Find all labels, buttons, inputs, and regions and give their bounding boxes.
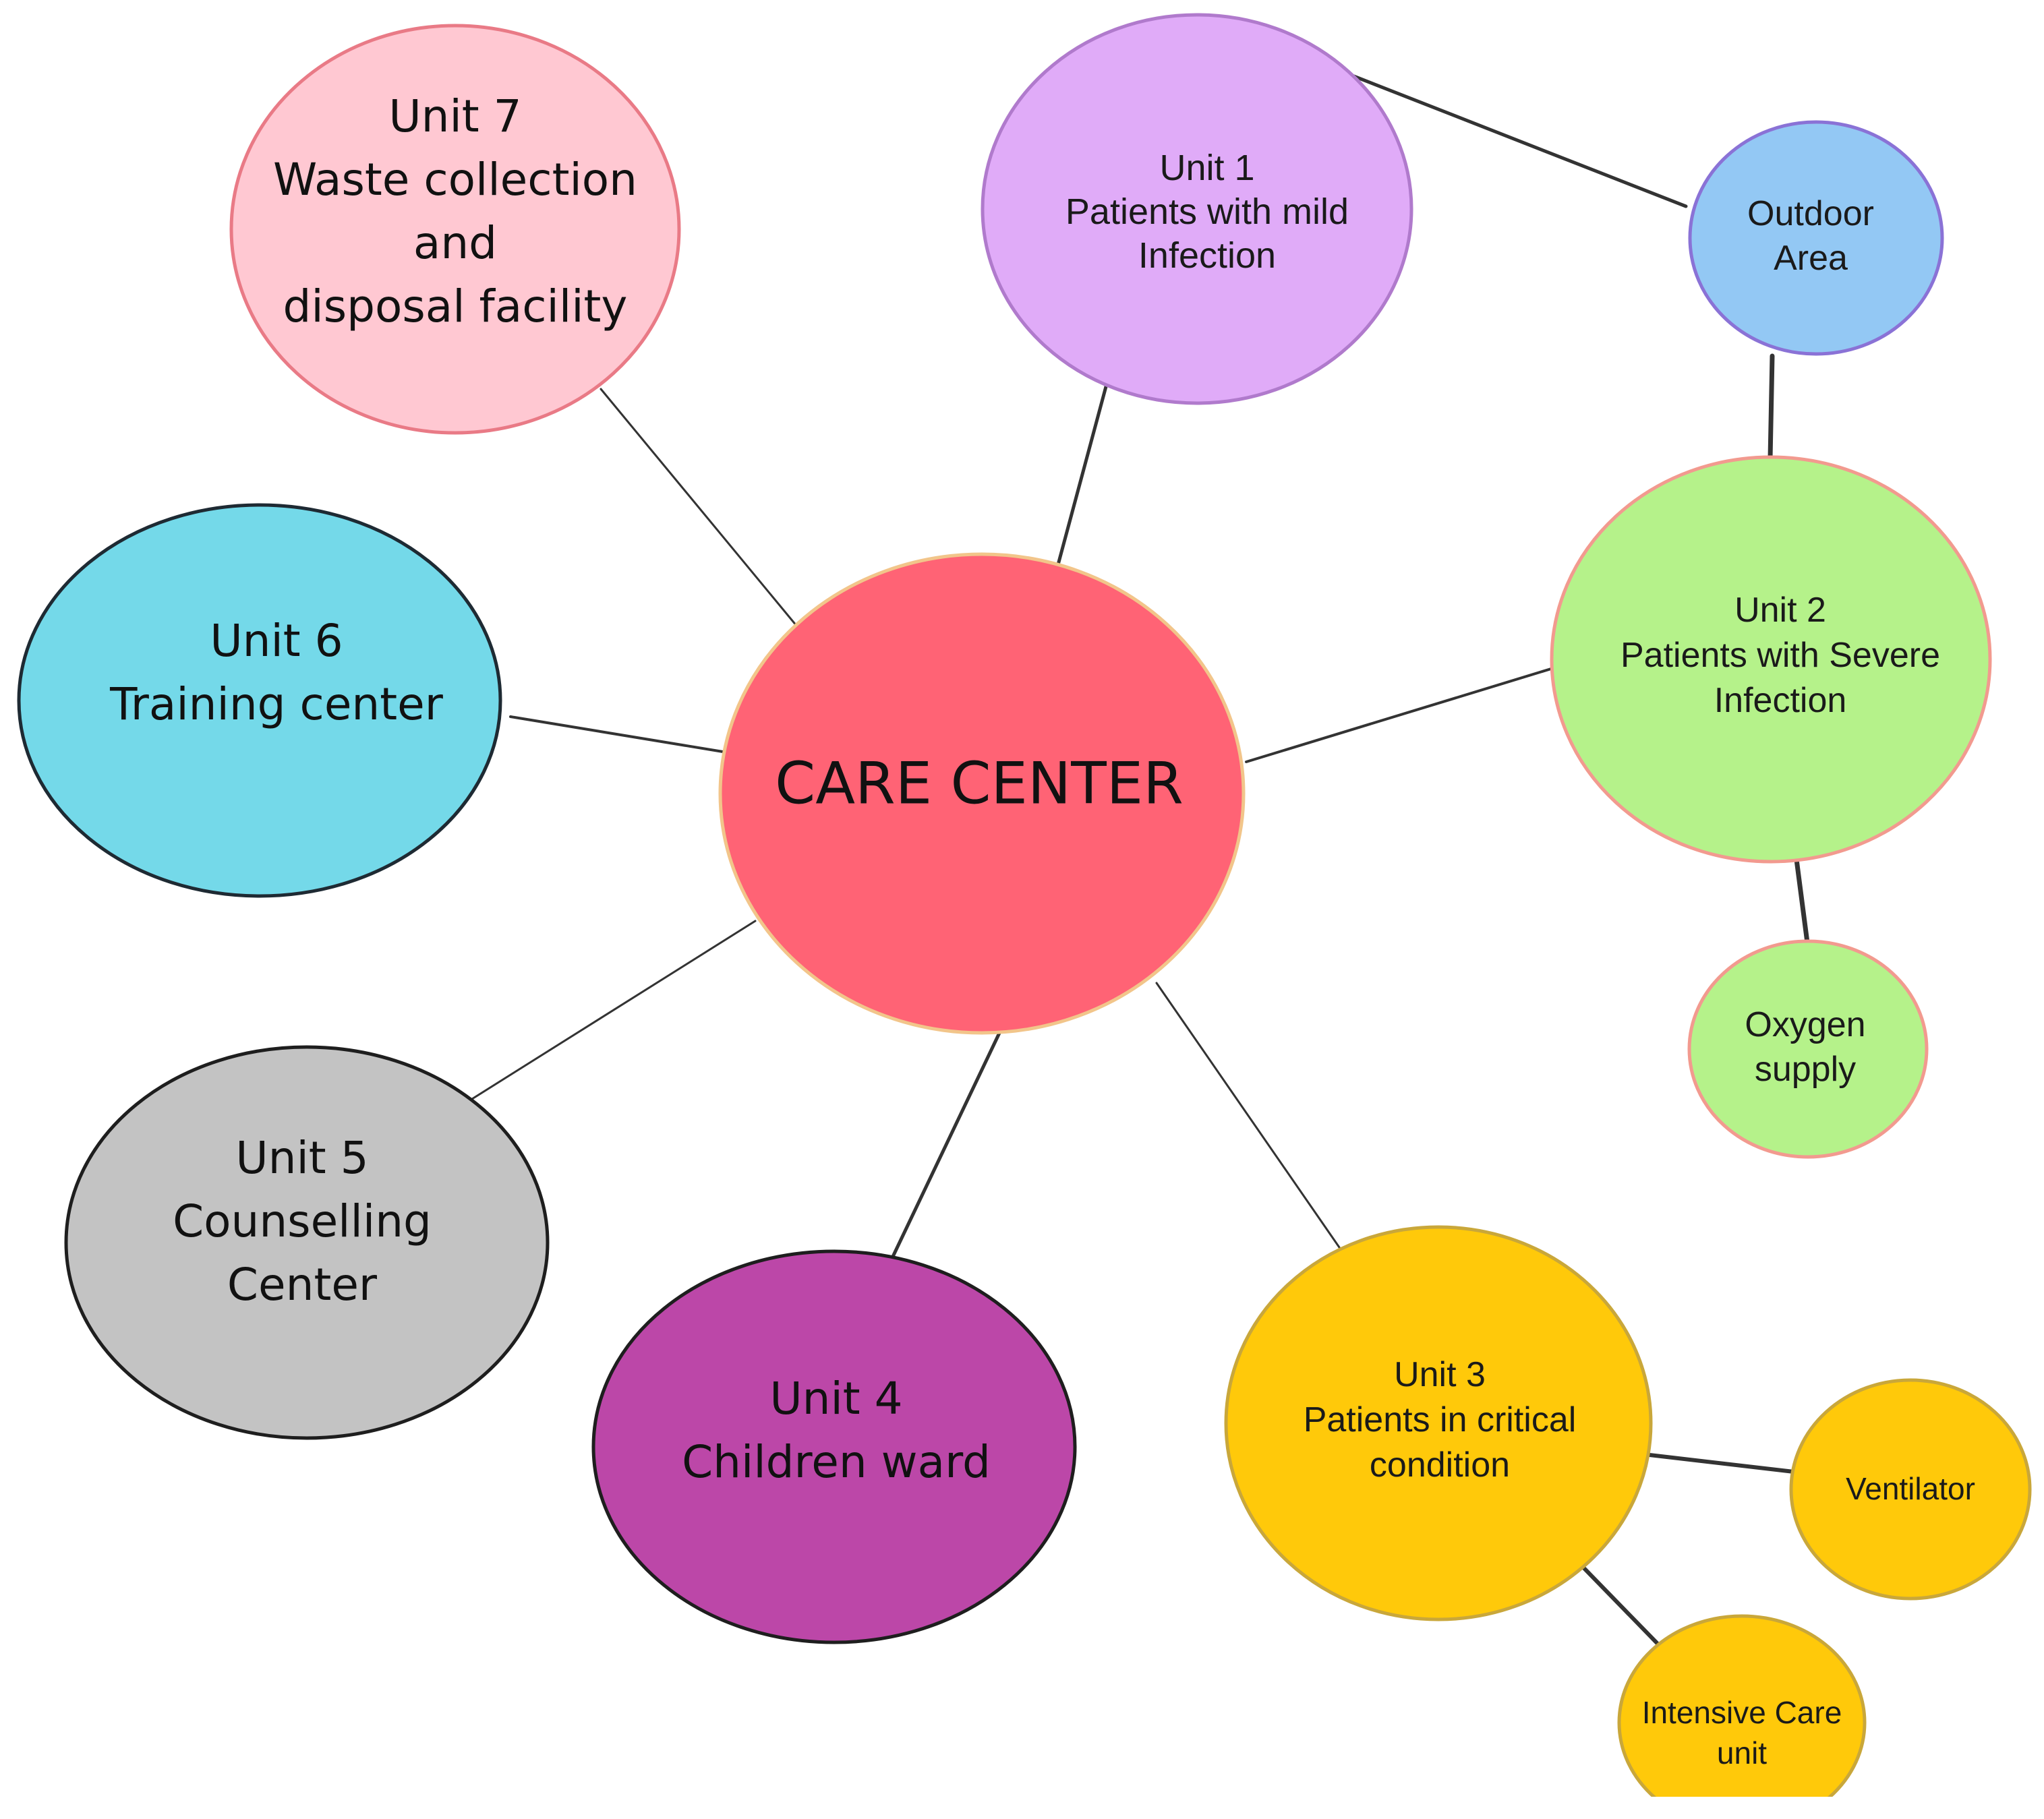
unit-6-label-line: Unit 6 <box>210 615 343 667</box>
unit-6-label: Unit 6 Training center <box>109 615 444 730</box>
unit-7-label-line: disposal facility <box>283 280 628 332</box>
unit-1-bubble <box>981 13 1413 405</box>
unit-7-label-line: Waste collection <box>273 154 637 206</box>
outdoor-area-label-line: Outdoor <box>1747 194 1874 233</box>
unit-7-label: Unit 7 Waste collection and disposal facili… <box>273 90 637 332</box>
connector-center-unit-3 <box>1155 982 1342 1251</box>
unit-2-label-line: Unit 2 <box>1734 591 1826 630</box>
oxygen-supply-label-line: Oxygen <box>1745 1005 1865 1044</box>
connector-center-unit-7 <box>600 388 801 631</box>
unit-2-label-line: Patients with Severe <box>1620 636 1940 675</box>
oxygen-supply-label-line: supply <box>1755 1050 1856 1089</box>
unit-3-label-line: Patients in critical <box>1304 1400 1577 1439</box>
node-intensive-care-unit[interactable]: Intensive Care unit <box>1617 1614 1867 1819</box>
unit-4-label-line: Children ward <box>682 1436 991 1488</box>
unit-5-bubble <box>64 1045 550 1440</box>
unit-4-bubble <box>591 1249 1077 1644</box>
unit-5-label-line: Counselling <box>173 1195 432 1247</box>
oxygen-supply-bubble <box>1687 939 1929 1159</box>
intensive-care-unit-label-line: Intensive Care <box>1642 1695 1842 1730</box>
node-unit-7[interactable]: Unit 7 Waste collection and disposal facili… <box>229 24 681 435</box>
unit-3-label-line: condition <box>1370 1445 1510 1485</box>
node-ventilator[interactable]: Ventilator <box>1789 1378 2032 1601</box>
unit-5-label-line: Unit 5 <box>235 1132 368 1184</box>
care-center-label: CARE CENTER <box>775 750 1184 817</box>
connector-unit-2-oxygen-supply <box>1794 857 1810 945</box>
unit-1-label-line: Unit 1 <box>1159 148 1254 188</box>
ventilator-label-line: Ventilator <box>1846 1471 1975 1506</box>
unit-4-label: Unit 4 Children ward <box>682 1373 991 1488</box>
connector-center-unit-6 <box>509 715 728 754</box>
outdoor-area-label-line: Area <box>1774 239 1848 278</box>
connector-unit-1-outdoor-area <box>1350 73 1688 208</box>
connector-center-unit-2 <box>1245 667 1552 763</box>
unit-3-label: Unit 3 Patients in critical condition <box>1304 1355 1577 1485</box>
node-oxygen-supply[interactable]: Oxygen supply <box>1687 939 1929 1159</box>
unit-6-bubble <box>17 503 502 898</box>
connector-center-unit-4 <box>889 1030 1002 1261</box>
unit-7-label-line: and <box>413 217 497 269</box>
unit-4-label-line: Unit 4 <box>769 1373 902 1425</box>
connector-unit-3-ventilator <box>1647 1453 1796 1474</box>
unit-1-label-line: Patients with mild <box>1065 191 1349 232</box>
node-unit-3[interactable]: Unit 3 Patients in critical condition <box>1224 1225 1653 1621</box>
intensive-care-unit-bubble <box>1617 1614 1867 1819</box>
unit-7-label-line: Unit 7 <box>388 90 521 142</box>
nodes: CARE CENTER Unit 7 Waste collection and dis… <box>17 13 2032 1819</box>
ventilator-bubble <box>1789 1378 2032 1601</box>
connector-center-unit-1 <box>1053 380 1109 579</box>
care-center-bubble <box>718 552 1246 1035</box>
unit-6-label-line: Training center <box>109 678 444 730</box>
node-care-center[interactable]: CARE CENTER <box>718 552 1246 1035</box>
node-unit-6[interactable]: Unit 6 Training center <box>17 503 502 898</box>
oxygen-supply-label: Oxygen supply <box>1745 1005 1865 1089</box>
node-unit-4[interactable]: Unit 4 Children ward <box>591 1249 1077 1644</box>
intensive-care-unit-label: Intensive Care unit <box>1642 1695 1842 1770</box>
connector-unit-3-intensive-care <box>1581 1565 1661 1647</box>
unit-3-bubble <box>1224 1225 1653 1621</box>
ventilator-label: Ventilator <box>1846 1471 1975 1506</box>
unit-7-bubble <box>229 24 681 435</box>
unit-1-label-line: Infection <box>1138 235 1276 276</box>
unit-2-label-line: Infection <box>1714 681 1847 720</box>
connector-outdoor-area-unit-2 <box>1768 353 1775 461</box>
unit-2-bubble <box>1550 455 1992 864</box>
unit-5-label-line: Center <box>227 1259 378 1311</box>
bottom-crop-band <box>1605 1797 1888 1819</box>
outdoor-area-bubble <box>1688 120 1944 356</box>
intensive-care-unit-label-line: unit <box>1717 1735 1767 1770</box>
connector-center-unit-5 <box>471 920 757 1100</box>
connectors <box>471 73 1810 1647</box>
unit-3-label-line: Unit 3 <box>1394 1355 1486 1394</box>
